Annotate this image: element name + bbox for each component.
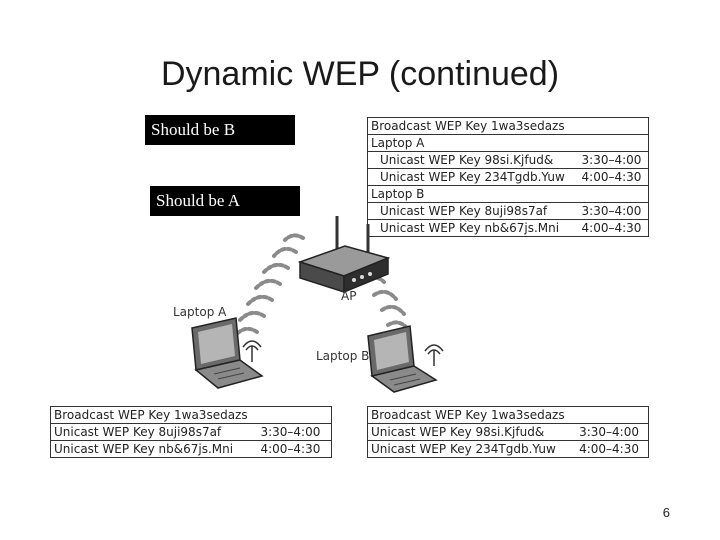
ap-a-time-1: 3:30–4:00 (578, 151, 649, 169)
signal-waves-left (233, 233, 305, 338)
laptop-b-key-table: Broadcast WEP Key 1wa3sedazs Unicast WEP… (367, 406, 650, 458)
laptop-a-time-2: 4:00–4:30 (257, 440, 333, 458)
laptop-b-unicast-key-2: Unicast WEP Key 234Tgdb.Yuw (367, 440, 577, 458)
ap-b-time-2: 4:00–4:30 (578, 219, 649, 237)
laptop-b-time-2: 4:00–4:30 (576, 440, 650, 458)
callout-should-be-b: Should be B (145, 115, 295, 145)
ap-a-unicast-key-2: Unicast WEP Key 234Tgdb.Yuw (366, 168, 579, 186)
slide-number: 6 (662, 505, 670, 520)
ap-a-unicast-key-1: Unicast WEP Key 98si.Kjfud& (366, 151, 579, 169)
access-point-icon (297, 216, 391, 294)
ap-laptop-a-header: Laptop A (367, 134, 649, 152)
ap-a-time-2: 4:00–4:30 (578, 168, 649, 186)
ap-b-unicast-key-1: Unicast WEP Key 8uji98s7af (366, 202, 579, 220)
laptop-b-time-1: 3:30–4:00 (576, 423, 650, 441)
laptop-b-icon (367, 325, 438, 393)
signal-waves-right (364, 275, 408, 329)
laptop-b-label: Laptop B (316, 349, 370, 363)
laptop-a-broadcast-key: Broadcast WEP Key 1wa3sedazs (50, 406, 332, 424)
laptop-b-unicast-key-1: Unicast WEP Key 98si.Kjfud& (367, 423, 577, 441)
ap-b-unicast-key-2: Unicast WEP Key nb&67js.Mni (366, 219, 579, 237)
ap-key-table: Broadcast WEP Key 1wa3sedazs Laptop A Un… (366, 117, 649, 237)
laptop-b-antenna-icon (424, 344, 444, 366)
laptop-a-key-table: Broadcast WEP Key 1wa3sedazs Unicast WEP… (50, 406, 333, 458)
laptop-a-unicast-key-2: Unicast WEP Key nb&67js.Mni (50, 440, 258, 458)
slide-title: Dynamic WEP (continued) (160, 55, 560, 93)
callout-should-be-a: Should be A (150, 186, 300, 216)
laptop-b-broadcast-key: Broadcast WEP Key 1wa3sedazs (367, 406, 649, 424)
laptop-a-antenna-icon (242, 340, 262, 362)
laptop-a-icon (191, 317, 264, 389)
laptop-a-label: Laptop A (173, 305, 227, 319)
ap-label: AP (341, 289, 357, 303)
ap-b-time-1: 3:30–4:00 (578, 202, 649, 220)
